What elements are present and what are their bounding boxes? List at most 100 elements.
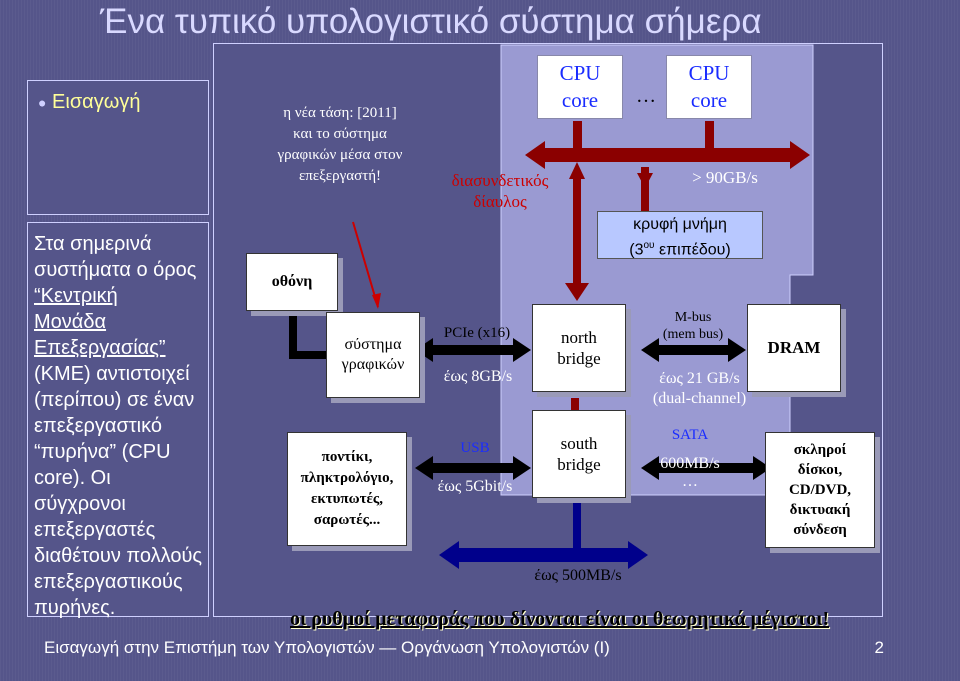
bus-label-line: δίαυλος <box>473 192 527 211</box>
bus-label: διασυνδετικός δίαυλος <box>440 170 560 212</box>
peripherals-box: ποντίκι, πληκτρολόγιο, εκτυπωτές, σαρωτέ… <box>287 432 407 546</box>
cpu-dots: … <box>636 85 656 107</box>
l3-cache: κρυφή μνήμη (3ου επιπέδου) <box>597 211 763 259</box>
trend-line: επεξεργαστή! <box>298 168 382 184</box>
south-bridge-label: south <box>560 434 598 453</box>
page-number: 2 <box>874 638 884 657</box>
cache-label-sup: ου <box>643 240 655 251</box>
usb-label: USB <box>460 440 490 456</box>
storage-label: CD/DVD, <box>788 482 852 498</box>
pcie-rate: έως 8GB/s <box>443 368 513 385</box>
cpu-core-2: CPU core <box>666 55 752 119</box>
south-bridge-box: south bridge <box>532 410 626 498</box>
body-text: Στα σημερινά συστήματα ο όρος “Κεντρική … <box>34 231 202 621</box>
footer-text: Εισαγωγή στην Επιστήμη των Υπολογιστών —… <box>44 638 610 657</box>
trend-line: και το σύστημα <box>293 126 387 142</box>
cpu2-connector <box>705 121 714 149</box>
nav-item[interactable]: ● Εισαγωγή <box>38 89 140 116</box>
peripherals-label: εκτυπωτές, <box>310 491 384 507</box>
bus-rate: > 90GB/s <box>692 168 758 187</box>
sata-label: SATA <box>671 427 709 443</box>
south-bus-arrow <box>439 541 648 569</box>
cache-label: (3ου επιπέδου) <box>598 235 762 260</box>
body-line: σύγχρονοι <box>34 493 126 515</box>
north-bridge-label: north <box>561 328 597 347</box>
body-line: Μονάδα <box>34 311 107 333</box>
body-line: Στα σημερινά <box>34 233 152 255</box>
mbus-rate-line: έως 21 GB/s <box>659 370 740 387</box>
graphics-label: γραφικών <box>341 356 405 373</box>
body-line: core). Οι <box>34 467 111 489</box>
nav-item-label: Εισαγωγή <box>52 91 141 113</box>
body-line: (περίπου) σε έναν <box>34 389 195 411</box>
mbus-label-line: (mem bus) <box>662 327 724 342</box>
bus-label-line: διασυνδετικός <box>451 171 549 190</box>
cache-label-part: επιπέδου) <box>654 241 731 259</box>
body-panel: Στα σημερινά συστήματα ο όρος “Κεντρική … <box>27 222 209 619</box>
pointer-line <box>352 221 379 308</box>
body-line: “Κεντρική <box>34 285 118 307</box>
rates-note: οι ρυθμοί μεταφοράς που δίνονται είναι ο… <box>290 608 830 630</box>
dram-box: DRAM <box>747 304 841 392</box>
bullet-icon: ● <box>38 94 47 111</box>
cpu-label: CPU <box>688 61 730 85</box>
cache-arrow <box>641 169 649 211</box>
cache-label-part: (3 <box>629 241 644 259</box>
cpu-label: core <box>561 88 599 112</box>
sata-arrow <box>641 456 771 480</box>
usb-rate: έως 5Gbit/s <box>437 478 513 495</box>
storage-label: δικτυακή <box>789 502 851 518</box>
cpu-core-1: CPU core <box>537 55 623 119</box>
body-line: επεξεργαστικό <box>34 415 163 437</box>
north-bridge-label: bridge <box>557 349 601 368</box>
graphics-box: σύστημα γραφικών <box>326 312 420 398</box>
sata-rate: 600MB/s … <box>642 455 738 491</box>
south-bridge-label: bridge <box>557 455 601 474</box>
mbus-rate: έως 21 GB/s (dual-channel) <box>632 369 767 409</box>
storage-label: δίσκοι, <box>797 462 843 478</box>
cpu-label: CPU <box>559 61 601 85</box>
storage-box: σκληροί δίσκοι, CD/DVD, δικτυακή σύνδεση <box>765 432 875 548</box>
bus-arrow <box>525 141 810 169</box>
body-line: “πυρήνα” (CPU <box>34 441 171 463</box>
ns-connector <box>571 398 579 410</box>
pcie-label: PCIe (x16) <box>443 325 511 341</box>
mbus-label: M-bus (mem bus) <box>648 309 738 343</box>
sata-rate-line: … <box>682 473 698 490</box>
trend-note: η νέα τάση: [2011] και το σύστημα γραφικ… <box>240 103 440 187</box>
pcie-arrow <box>415 338 531 362</box>
south-rate: έως 500MB/s <box>534 567 622 584</box>
peripherals-label: σαρωτές... <box>313 512 381 528</box>
nav-panel: ● Εισαγωγή <box>27 80 209 215</box>
storage-label: σύνδεση <box>793 522 847 538</box>
body-line: συστήματα ο όρος <box>34 259 197 281</box>
body-line: πυρήνες. <box>34 597 116 619</box>
body-line: (ΚΜΕ) αντιστοιχεί <box>34 363 190 385</box>
screen-box: οθόνη <box>246 253 338 311</box>
mbus-label-line: M-bus <box>674 310 712 325</box>
north-bridge-box: north bridge <box>532 304 626 392</box>
body-line: επεξεργαστές <box>34 519 156 541</box>
trend-line: η νέα τάση: [2011] <box>283 105 397 121</box>
trend-line: γραφικών μέσα στον <box>277 147 403 163</box>
sata-rate-line: 600MB/s <box>660 455 720 472</box>
cpu1-connector <box>573 121 582 149</box>
body-line: διαθέτουν πολλούς <box>34 545 203 567</box>
slide-title: Ένα τυπικό υπολογιστικό σύστημα σήμερα <box>100 2 762 41</box>
pointer-arrow-icon <box>372 293 381 309</box>
storage-label: σκληροί <box>793 442 847 458</box>
cpu-label: core <box>690 88 728 112</box>
body-line: Επεξεργασίας” <box>34 337 166 359</box>
peripherals-label: ποντίκι, <box>321 449 373 465</box>
graphics-label: σύστημα <box>344 336 402 353</box>
peripherals-label: πληκτρολόγιο, <box>300 470 394 486</box>
screen-connector <box>289 313 326 359</box>
usb-arrow <box>415 456 531 480</box>
northbridge-arrow <box>565 162 589 301</box>
mbus-rate-line: (dual-channel) <box>652 390 747 407</box>
body-line: επεξεργαστικούς <box>34 571 183 593</box>
mbus-arrow <box>641 338 746 362</box>
south-bus-connector <box>573 493 581 551</box>
cache-label: κρυφή μνήμη <box>633 216 727 233</box>
